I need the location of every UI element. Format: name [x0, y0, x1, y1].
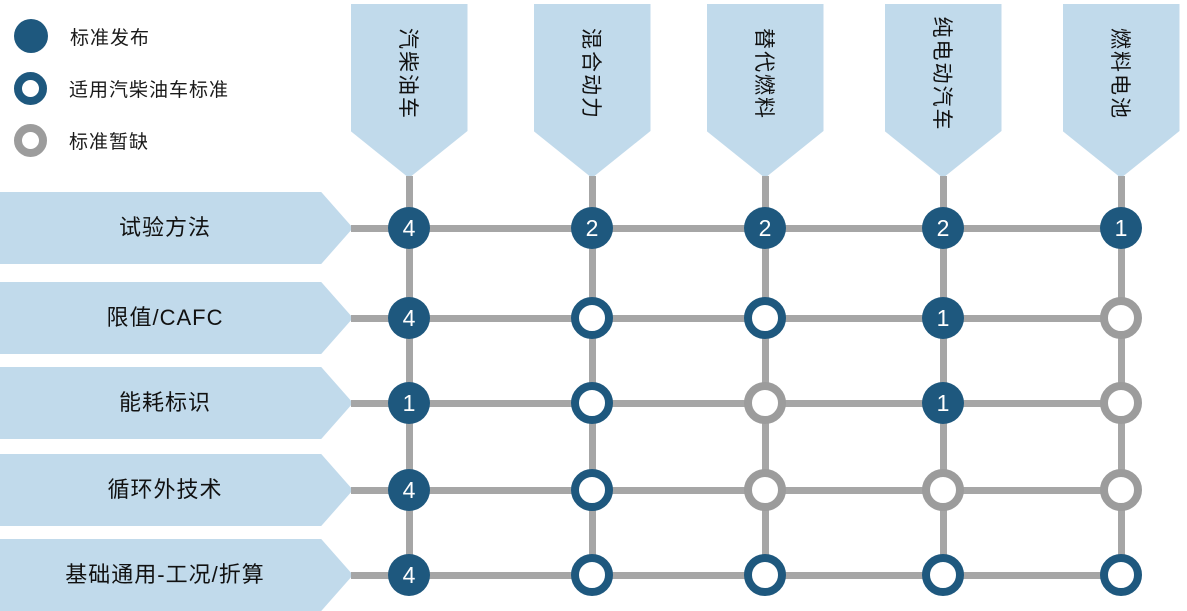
matrix-node-r1c5: 1	[1100, 207, 1142, 249]
row-label: 限值/CAFC	[106, 305, 224, 330]
row-band-2: 限值/CAFC	[0, 282, 353, 354]
legend-label: 适用汽柴油车标准	[69, 79, 230, 101]
matrix-node-r3c1: 1	[388, 382, 430, 424]
column-label: 替代燃料	[752, 27, 775, 120]
matrix-node-r4c3	[744, 469, 786, 511]
node-count: 1	[936, 304, 950, 331]
legend-item-applies-gasoline-diesel: 适用汽柴油车标准	[14, 62, 229, 114]
legend-label: 标准暂缺	[69, 131, 150, 153]
node-count: 1	[402, 389, 416, 416]
row-label: 循环外技术	[107, 477, 223, 502]
row-label: 试验方法	[118, 215, 211, 240]
column-flag-1: 汽柴油车	[350, 4, 468, 178]
legend: 标准发布 适用汽柴油车标准 标准暂缺	[14, 10, 229, 166]
matrix-node-r5c3	[744, 554, 786, 596]
row-band-5: 基础通用-工况/折算	[0, 539, 353, 611]
matrix-node-r1c2: 2	[571, 207, 613, 249]
gray-ring-icon	[14, 123, 47, 157]
column-connector-line	[761, 176, 769, 575]
matrix-node-r2c1: 4	[388, 297, 430, 339]
legend-item-published: 标准发布	[14, 10, 229, 62]
legend-item-missing: 标准暂缺	[14, 114, 229, 166]
row-connector-line	[351, 486, 1121, 494]
row-band-1: 试验方法	[0, 192, 353, 264]
published-dot-icon	[14, 19, 48, 53]
node-count: 2	[936, 214, 950, 241]
row-band-3: 能耗标识	[0, 367, 353, 439]
matrix-node-r4c1: 4	[388, 469, 430, 511]
node-count: 2	[758, 214, 772, 241]
row-label: 能耗标识	[118, 390, 211, 415]
node-count: 4	[402, 214, 416, 241]
column-connector-line	[1117, 176, 1125, 575]
matrix-node-r1c1: 4	[388, 207, 430, 249]
matrix-node-r2c5	[1100, 297, 1142, 339]
column-label: 纯电动汽车	[930, 16, 953, 132]
column-label: 混合动力	[579, 27, 602, 120]
matrix-node-r1c4: 2	[922, 207, 964, 249]
column-flag-3: 替代燃料	[706, 4, 824, 178]
blue-ring-icon	[14, 71, 47, 105]
matrix-node-r4c5	[1100, 469, 1142, 511]
row-band-4: 循环外技术	[0, 454, 353, 526]
column-label: 汽柴油车	[396, 27, 419, 120]
matrix-node-r5c5	[1100, 554, 1142, 596]
matrix-node-r4c2	[571, 469, 613, 511]
matrix-node-r5c1: 4	[388, 554, 430, 596]
matrix-node-r3c2	[571, 382, 613, 424]
column-connector-line	[405, 176, 413, 575]
matrix-node-r3c4: 1	[922, 382, 964, 424]
row-label: 基础通用-工况/折算	[65, 562, 265, 587]
row-connector-line	[351, 571, 1121, 579]
node-count: 4	[402, 476, 416, 503]
node-count: 4	[402, 561, 416, 588]
column-label: 燃料电池	[1108, 27, 1131, 120]
matrix-node-r3c5	[1100, 382, 1142, 424]
column-flag-4: 纯电动汽车	[884, 4, 1002, 178]
matrix-node-r4c4	[922, 469, 964, 511]
matrix-node-r2c3	[744, 297, 786, 339]
row-connector-line	[351, 399, 1121, 407]
matrix-node-r1c3: 2	[744, 207, 786, 249]
matrix-node-r2c4: 1	[922, 297, 964, 339]
matrix-node-r3c3	[744, 382, 786, 424]
row-connector-line	[351, 314, 1121, 322]
node-count: 4	[402, 304, 416, 331]
matrix-node-r5c2	[571, 554, 613, 596]
column-flag-2: 混合动力	[533, 4, 651, 178]
column-connector-line	[939, 176, 947, 575]
column-flag-5: 燃料电池	[1062, 4, 1180, 178]
node-count: 1	[1114, 214, 1128, 241]
column-connector-line	[588, 176, 596, 575]
legend-label: 标准发布	[70, 27, 151, 49]
matrix-node-r5c4	[922, 554, 964, 596]
matrix-node-r2c2	[571, 297, 613, 339]
row-connector-line	[351, 224, 1121, 232]
node-count: 2	[585, 214, 599, 241]
node-count: 1	[936, 389, 950, 416]
